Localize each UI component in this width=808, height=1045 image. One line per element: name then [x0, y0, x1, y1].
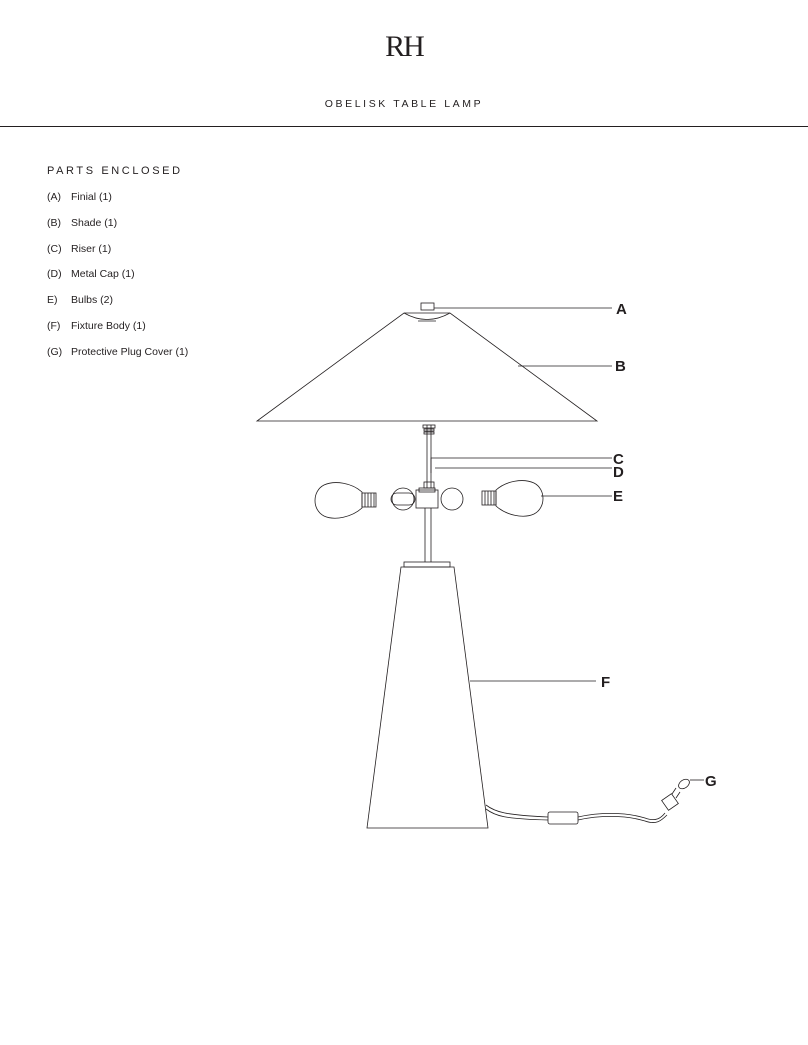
- part-label: Protective Plug Cover (1): [71, 345, 189, 358]
- part-label: Shade (1): [71, 216, 118, 229]
- part-label: Finial (1): [71, 191, 112, 203]
- part-label: Bulbs (2): [71, 294, 114, 307]
- bulb-right: [481, 480, 544, 517]
- part-code: (A): [47, 191, 61, 203]
- part-label: Riser (1): [71, 242, 112, 255]
- part-code: E): [47, 294, 58, 307]
- part-code: (D): [47, 268, 62, 281]
- plug-cover-part: [661, 778, 690, 811]
- part-label: Fixture Body (1): [71, 319, 146, 332]
- part-code: (F): [47, 319, 61, 332]
- callout-f: F: [601, 674, 610, 691]
- part-item-c: (C) Riser (1): [47, 243, 188, 269]
- part-item-g: (G) Protective Plug Cover (1): [47, 346, 188, 372]
- part-item-f: (F) Fixture Body (1): [47, 320, 188, 346]
- parts-heading: PARTS ENCLOSED: [47, 165, 183, 177]
- finial-part: [420, 302, 435, 311]
- metal-cap-part: [423, 481, 435, 489]
- callout-e: E: [613, 488, 623, 505]
- callout-c: C: [613, 451, 624, 468]
- part-label: Metal Cap (1): [71, 268, 135, 281]
- part-item-b: (B) Shade (1): [47, 217, 188, 243]
- callout-b: B: [615, 358, 626, 375]
- callout-a: A: [616, 301, 627, 318]
- shade-part: [255, 312, 599, 422]
- brand-logo: RH: [385, 30, 425, 63]
- callout-g: G: [705, 773, 717, 790]
- leader-line-c: [430, 457, 612, 473]
- power-cord: [485, 804, 668, 825]
- socket-cluster: [390, 487, 464, 562]
- fixture-body-part: [366, 561, 489, 829]
- callout-d: D: [613, 464, 624, 481]
- riser-part: [422, 424, 436, 488]
- part-item-a: (A) Finial (1): [47, 191, 188, 217]
- header-divider: [0, 126, 808, 127]
- parts-list: (A)Finial (1) (B)Shade (1) (C)Riser (1) …: [47, 191, 188, 372]
- part-item-d: (D) Metal Cap (1): [47, 268, 188, 294]
- part-code: (C): [47, 242, 62, 255]
- part-code: (G): [47, 345, 63, 358]
- bulb-left: [314, 482, 377, 519]
- part-code: (B): [47, 216, 61, 229]
- part-item-e: E) Bulbs (2): [47, 294, 188, 320]
- document-title: OBELISK TABLE LAMP: [324, 98, 484, 110]
